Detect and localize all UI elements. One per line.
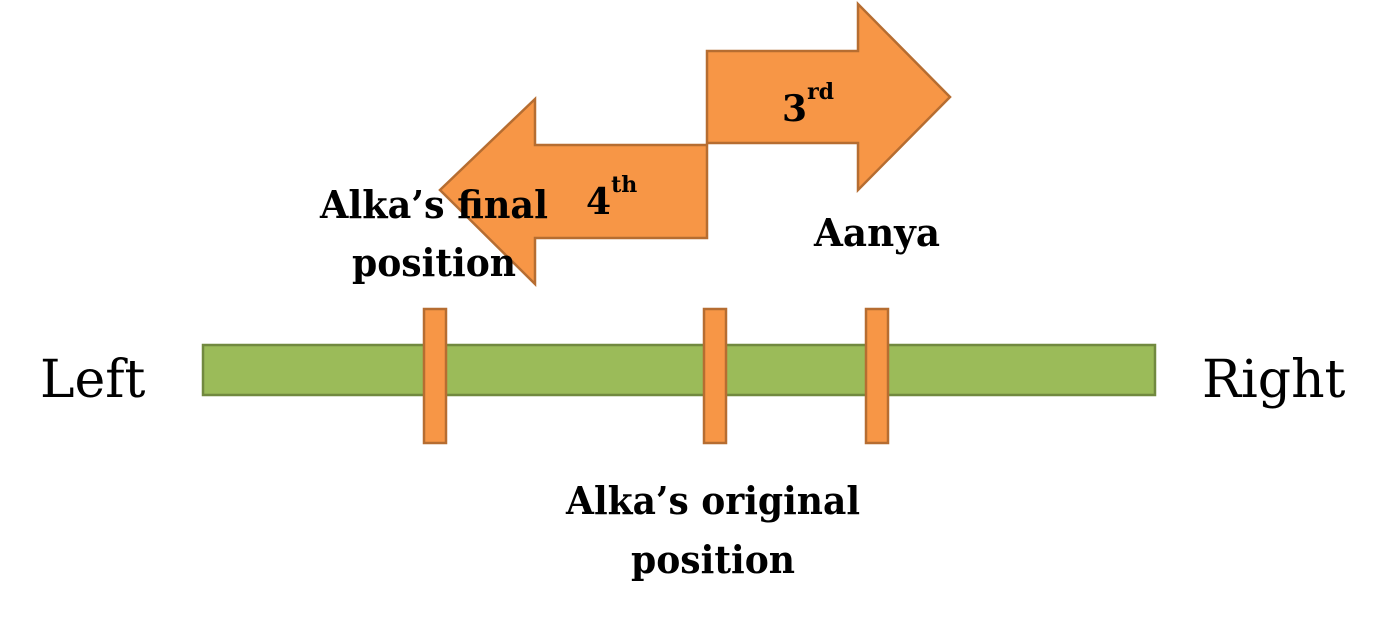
arrow-left-label-sup: th — [611, 172, 637, 198]
arrow-right-3rd — [705, 0, 952, 194]
arrow-right-label-sup: rd — [807, 79, 834, 105]
right-label: Right — [1202, 350, 1346, 410]
alka-final-label-line1: Alka’s final — [319, 182, 548, 227]
alka-original-label-line1: Alka’s original — [565, 478, 860, 523]
aanya-label: Aanya — [813, 210, 940, 255]
position-bar — [201, 343, 1157, 397]
arrow-left-label: 4th — [586, 172, 637, 223]
marker-alka-final — [422, 307, 448, 445]
alka-final-label-line2: position — [352, 240, 516, 285]
arrow-right-label: 3rd — [782, 79, 834, 130]
left-label: Left — [40, 350, 146, 410]
marker-alka-original — [702, 307, 728, 445]
arrow-left-label-base: 4 — [586, 181, 611, 223]
arrow-right-label-base: 3 — [782, 88, 807, 130]
alka-original-label-line2: position — [631, 537, 795, 582]
arrow-left-4th — [438, 96, 709, 287]
marker-aanya — [864, 307, 890, 445]
